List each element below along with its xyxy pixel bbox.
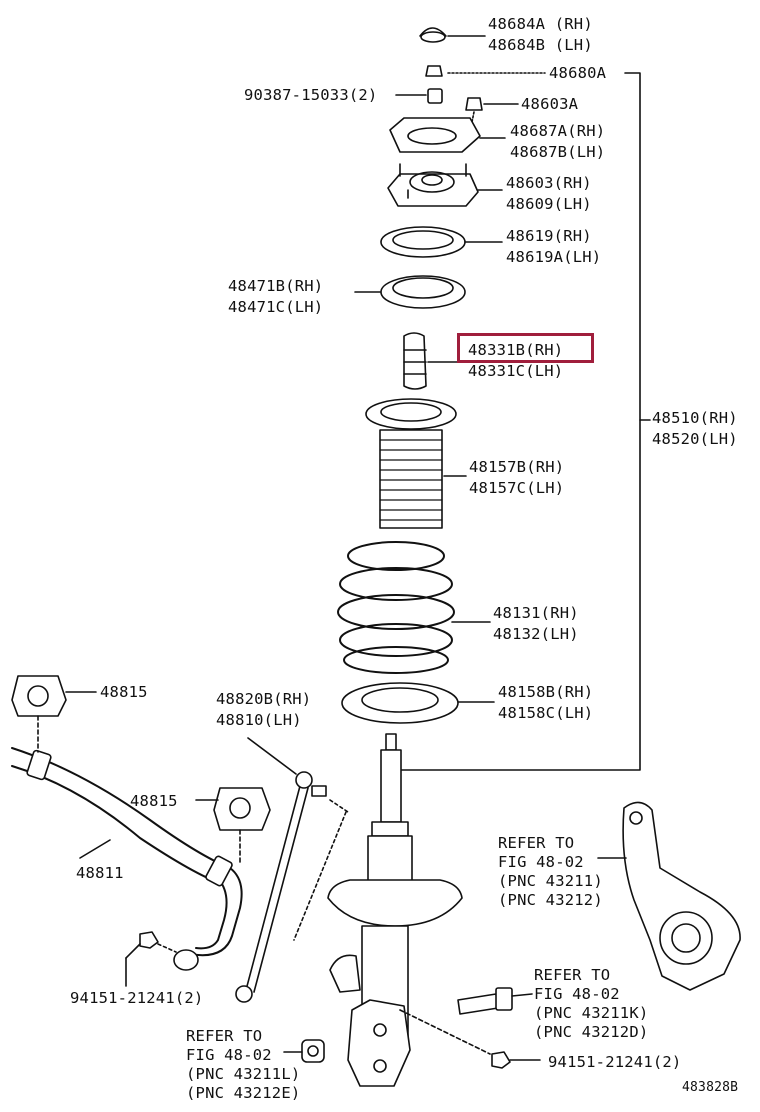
bearing-48619 [380, 226, 503, 258]
cap-48684 [419, 27, 486, 43]
label-48815-lower: 48815 [130, 792, 178, 810]
label-48158b: 48158B(RH) [498, 683, 594, 701]
nut-48680a [425, 65, 546, 77]
nut-43211l [283, 1039, 325, 1063]
label-refer1-line1: REFER TO [498, 834, 575, 852]
label-refer1-line4: (PNC 43212) [498, 891, 603, 909]
label-48810: 48810(LH) [216, 711, 302, 729]
label-48520: 48520(LH) [652, 430, 738, 448]
label-48820b: 48820B(RH) [216, 690, 312, 708]
insulator-48471 [354, 275, 466, 309]
label-48331c: 48331C(LH) [468, 362, 564, 380]
dust-boot-48157 [365, 398, 467, 529]
diagram-id: 483828B [682, 1080, 739, 1095]
label-48811: 48811 [76, 864, 124, 882]
label-refer2-line2: FIG 48-02 [534, 985, 620, 1003]
plate-48687 [389, 117, 506, 153]
label-48687b: 48687B(LH) [510, 143, 606, 161]
bushing-48815-lower [195, 787, 271, 865]
label-48680a: 48680A [549, 64, 607, 82]
label-48603a: 48603A [521, 95, 579, 113]
assembly-bracket [397, 72, 651, 771]
label-48158c: 48158C(LH) [498, 704, 594, 722]
label-refer3-line4: (PNC 43212E) [186, 1084, 301, 1102]
label-refer3-line1: REFER TO [186, 1027, 263, 1045]
label-48157c: 48157C(LH) [469, 479, 565, 497]
label-48609: 48609(LH) [506, 195, 592, 213]
highlight-box [457, 333, 594, 363]
steering-knuckle-43211 [597, 801, 741, 991]
bushing-90387 [395, 88, 443, 104]
lower-insulator-48158 [341, 682, 495, 724]
label-refer2-line1: REFER TO [534, 966, 611, 984]
label-48684a: 48684A (RH) [488, 15, 593, 33]
label-94151-right: 94151-21241(2) [548, 1053, 682, 1071]
shock-absorber [327, 733, 463, 1087]
bump-stopper-48331 [403, 332, 466, 390]
label-48132: 48132(LH) [493, 625, 579, 643]
label-refer2-line3: (PNC 43211K) [534, 1004, 649, 1022]
stabilizer-bar-48811 [11, 747, 243, 971]
label-48684b: 48684B (LH) [488, 36, 593, 54]
label-48157b: 48157B(RH) [469, 458, 565, 476]
label-refer1-line3: (PNC 43211) [498, 872, 603, 890]
label-48619a: 48619A(LH) [506, 248, 602, 266]
label-48603: 48603(RH) [506, 174, 592, 192]
label-refer3-line3: (PNC 43211L) [186, 1065, 301, 1083]
label-48619: 48619(RH) [506, 227, 592, 245]
bushing-48815-upper [11, 675, 97, 753]
label-refer3-line2: FIG 48-02 [186, 1046, 272, 1064]
label-94151-left: 94151-21241(2) [70, 989, 204, 1007]
label-48471b: 48471B(RH) [228, 277, 324, 295]
coil-spring-48131 [337, 541, 491, 674]
label-refer1-line2: FIG 48-02 [498, 853, 584, 871]
label-48510: 48510(RH) [652, 409, 738, 427]
support-48603 [387, 163, 503, 207]
label-48471c: 48471C(LH) [228, 298, 324, 316]
label-48131: 48131(RH) [493, 604, 579, 622]
label-48815-upper: 48815 [100, 683, 148, 701]
label-48331b: 48331B(RH) [468, 341, 564, 359]
nut-94151-right [399, 1009, 541, 1069]
label-48687a: 48687A(RH) [510, 122, 606, 140]
nut-94151-left [125, 931, 177, 987]
bolt-43211k [457, 987, 533, 1015]
label-90387: 90387-15033(2) [244, 86, 378, 104]
label-refer2-line4: (PNC 43212D) [534, 1023, 649, 1041]
stabilizer-link-48820 [235, 737, 349, 1003]
